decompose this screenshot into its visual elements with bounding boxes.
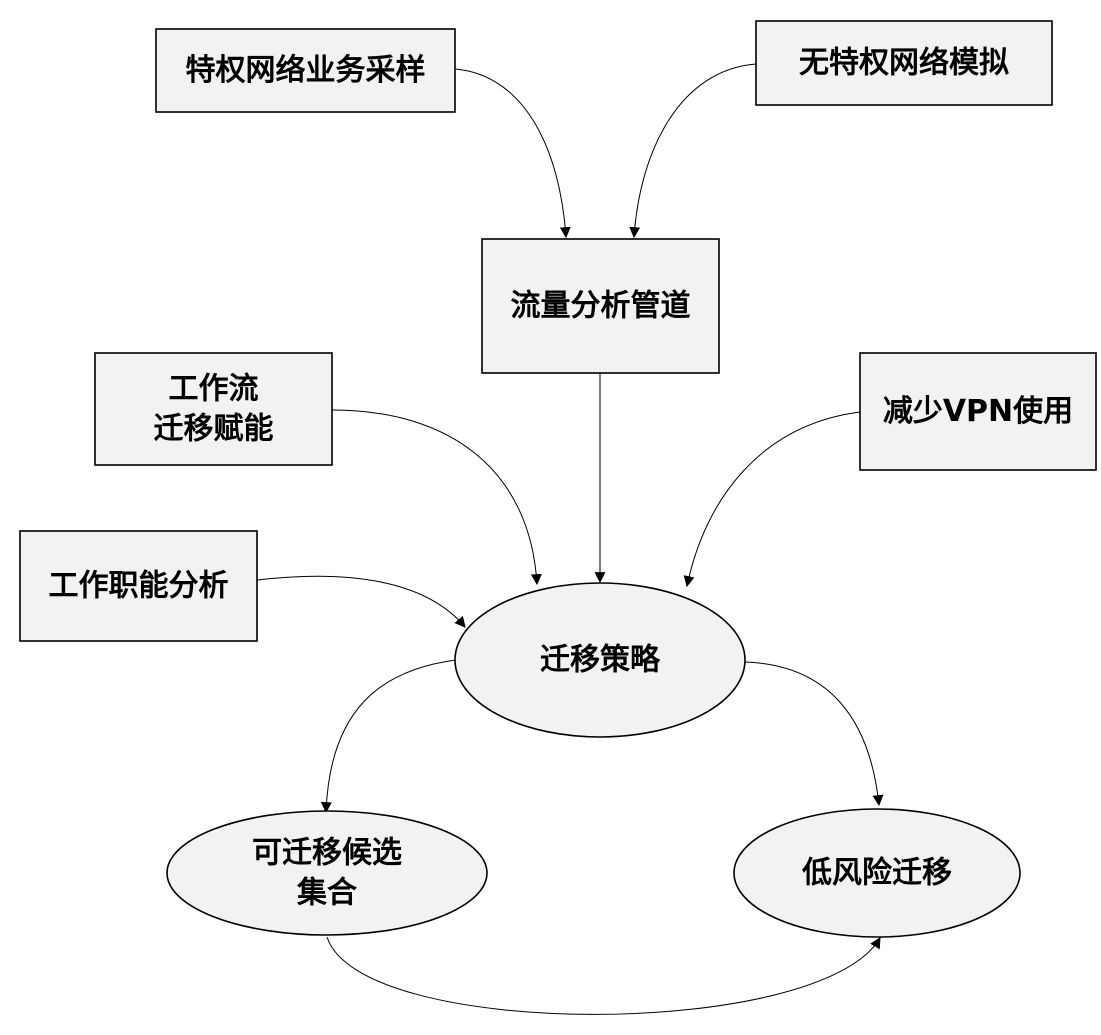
node-non-privileged-simulation: 无特权网络模拟 (755, 20, 1053, 106)
node-privileged-sampling: 特权网络业务采样 (155, 28, 456, 113)
node-workflow-enablement: 工作流 迁移赋能 (94, 352, 333, 466)
node-job-function-label: 工作职能分析 (49, 569, 229, 604)
node-low-risk-migration-label: 低风险迁移 (801, 856, 952, 891)
node-candidate-set-label-2: 集合 (296, 876, 357, 911)
node-migration-strategy: 迁移策略 (454, 582, 746, 738)
node-candidate-set-label-1: 可迁移候选 (252, 836, 402, 871)
node-traffic-pipeline-label: 流量分析管道 (511, 289, 691, 324)
edge-strategy-to-candidate (320, 659, 457, 814)
node-workflow-enablement-label-2: 迁移赋能 (154, 412, 274, 447)
node-non-privileged-simulation-label: 无特权网络模拟 (799, 46, 1009, 81)
node-workflow-enablement-label-1: 工作流 (169, 372, 259, 407)
edge-workflow-to-strategy (331, 409, 542, 586)
edge-non-privileged-to-pipeline (629, 63, 757, 239)
node-reduce-vpn-label: 减少VPN使用 (883, 394, 1073, 429)
node-low-risk-migration: 低风险迁移 (733, 808, 1021, 938)
node-reduce-vpn: 减少VPN使用 (859, 352, 1097, 471)
edge-reduce-vpn-to-strategy (683, 411, 861, 588)
edge-candidate-to-low-risk (326, 936, 881, 1015)
node-traffic-pipeline: 流量分析管道 (481, 238, 720, 374)
node-candidate-set: 可迁移候选 集合 (166, 810, 488, 936)
edge-strategy-to-low-risk (744, 661, 884, 807)
node-privileged-sampling-label: 特权网络业务采样 (186, 53, 426, 88)
edge-job-function-to-strategy (256, 575, 466, 628)
edge-privileged-sampling-to-pipeline (454, 68, 571, 239)
node-job-function: 工作职能分析 (19, 530, 258, 642)
node-migration-strategy-label: 迁移策略 (540, 643, 661, 678)
